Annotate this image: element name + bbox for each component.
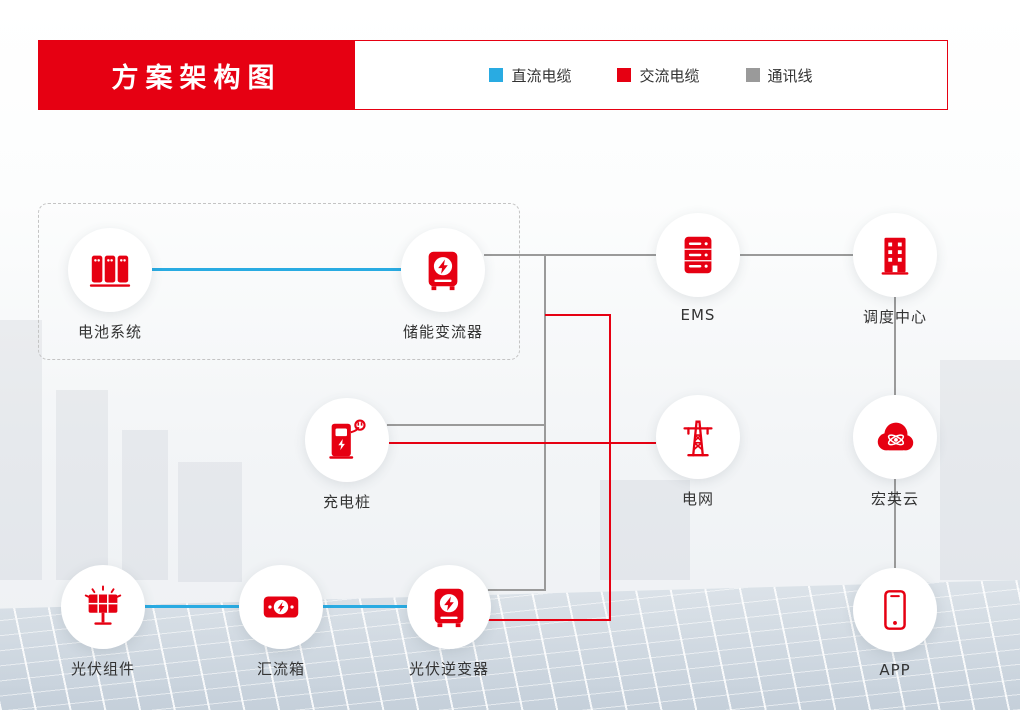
node-power-grid: 电网 (638, 395, 758, 509)
background-building (940, 360, 1020, 580)
page-title-text: 方案架构图 (111, 62, 282, 94)
node-label: 光伏逆变器 (408, 660, 489, 678)
comm-line-swatch-icon (745, 68, 760, 82)
building-icon (853, 213, 937, 297)
legend-ac-label: 交流电缆 (639, 66, 700, 85)
storage-inverter-icon (401, 228, 485, 312)
header: 方案架构图 直流电缆 交流电缆 通讯线 (38, 40, 948, 110)
ac-backbone-vertical (609, 314, 611, 621)
background-building (122, 430, 168, 580)
node-ems: EMS (638, 213, 758, 324)
legend-dc-cable: 直流电缆 (489, 65, 571, 86)
node-label: 电网 (681, 490, 714, 508)
cloud-icon (853, 395, 937, 479)
node-label: 充电桩 (322, 493, 371, 511)
comm-line-dispatch-cloud (894, 297, 896, 395)
node-label: EMS (680, 306, 716, 324)
battery-cabinet-icon (68, 228, 152, 312)
storage-group-outline (38, 203, 520, 360)
background-building (178, 462, 242, 582)
node-combiner-box: 汇流箱 (221, 565, 341, 679)
combiner-box-icon (239, 565, 323, 649)
solar-panel-icon (61, 565, 145, 649)
ev-charger-icon (305, 398, 389, 482)
background-building (600, 480, 690, 580)
background-building (0, 320, 42, 580)
dc-line-combiner-inverter (323, 605, 407, 608)
background-building (56, 390, 108, 580)
smartphone-icon (853, 568, 937, 652)
legend: 直流电缆 交流电缆 通讯线 (355, 40, 948, 110)
node-storage-converter: 储能变流器 (383, 228, 503, 342)
comm-branch-charger (387, 424, 545, 426)
transmission-tower-icon (656, 395, 740, 479)
node-charging-pile: 充电桩 (287, 398, 407, 512)
legend-dc-label: 直流电缆 (511, 66, 572, 85)
page-title: 方案架构图 (38, 40, 355, 110)
node-label: 光伏组件 (70, 660, 135, 678)
node-cloud: 宏英云 (835, 395, 955, 509)
dc-line-battery-pcs (152, 268, 401, 271)
node-app: APP (835, 568, 955, 679)
ac-line-charger-grid (389, 442, 656, 444)
node-pv-inverter: 光伏逆变器 (389, 565, 509, 679)
server-icon (656, 213, 740, 297)
comm-line-pcs-ems (484, 254, 656, 256)
node-label: 调度中心 (862, 308, 927, 326)
node-label: 储能变流器 (402, 323, 483, 341)
node-label: 电池系统 (77, 323, 142, 341)
node-pv-module: 光伏组件 (43, 565, 163, 679)
node-dispatch-center: 调度中心 (835, 213, 955, 327)
legend-comm-line: 通讯线 (745, 65, 813, 86)
comm-line-ems-dispatch (740, 254, 853, 256)
comm-branch-pv-inverter (488, 589, 545, 591)
comm-line-cloud-app (894, 479, 896, 569)
node-battery-system: 电池系统 (50, 228, 170, 342)
legend-comm-label: 通讯线 (767, 66, 813, 85)
pv-inverter-icon (407, 565, 491, 649)
ac-cable-swatch-icon (617, 68, 632, 82)
legend-ac-cable: 交流电缆 (617, 65, 700, 86)
dc-line-pv-combiner (145, 605, 239, 608)
node-label: 汇流箱 (256, 660, 305, 678)
dc-cable-swatch-icon (489, 68, 504, 82)
node-label: 宏英云 (870, 490, 919, 508)
ac-line-inverter-branch (488, 619, 611, 621)
node-label: APP (879, 661, 911, 679)
ac-line-pcs-branch (545, 314, 611, 316)
comm-backbone-vertical (544, 254, 546, 591)
